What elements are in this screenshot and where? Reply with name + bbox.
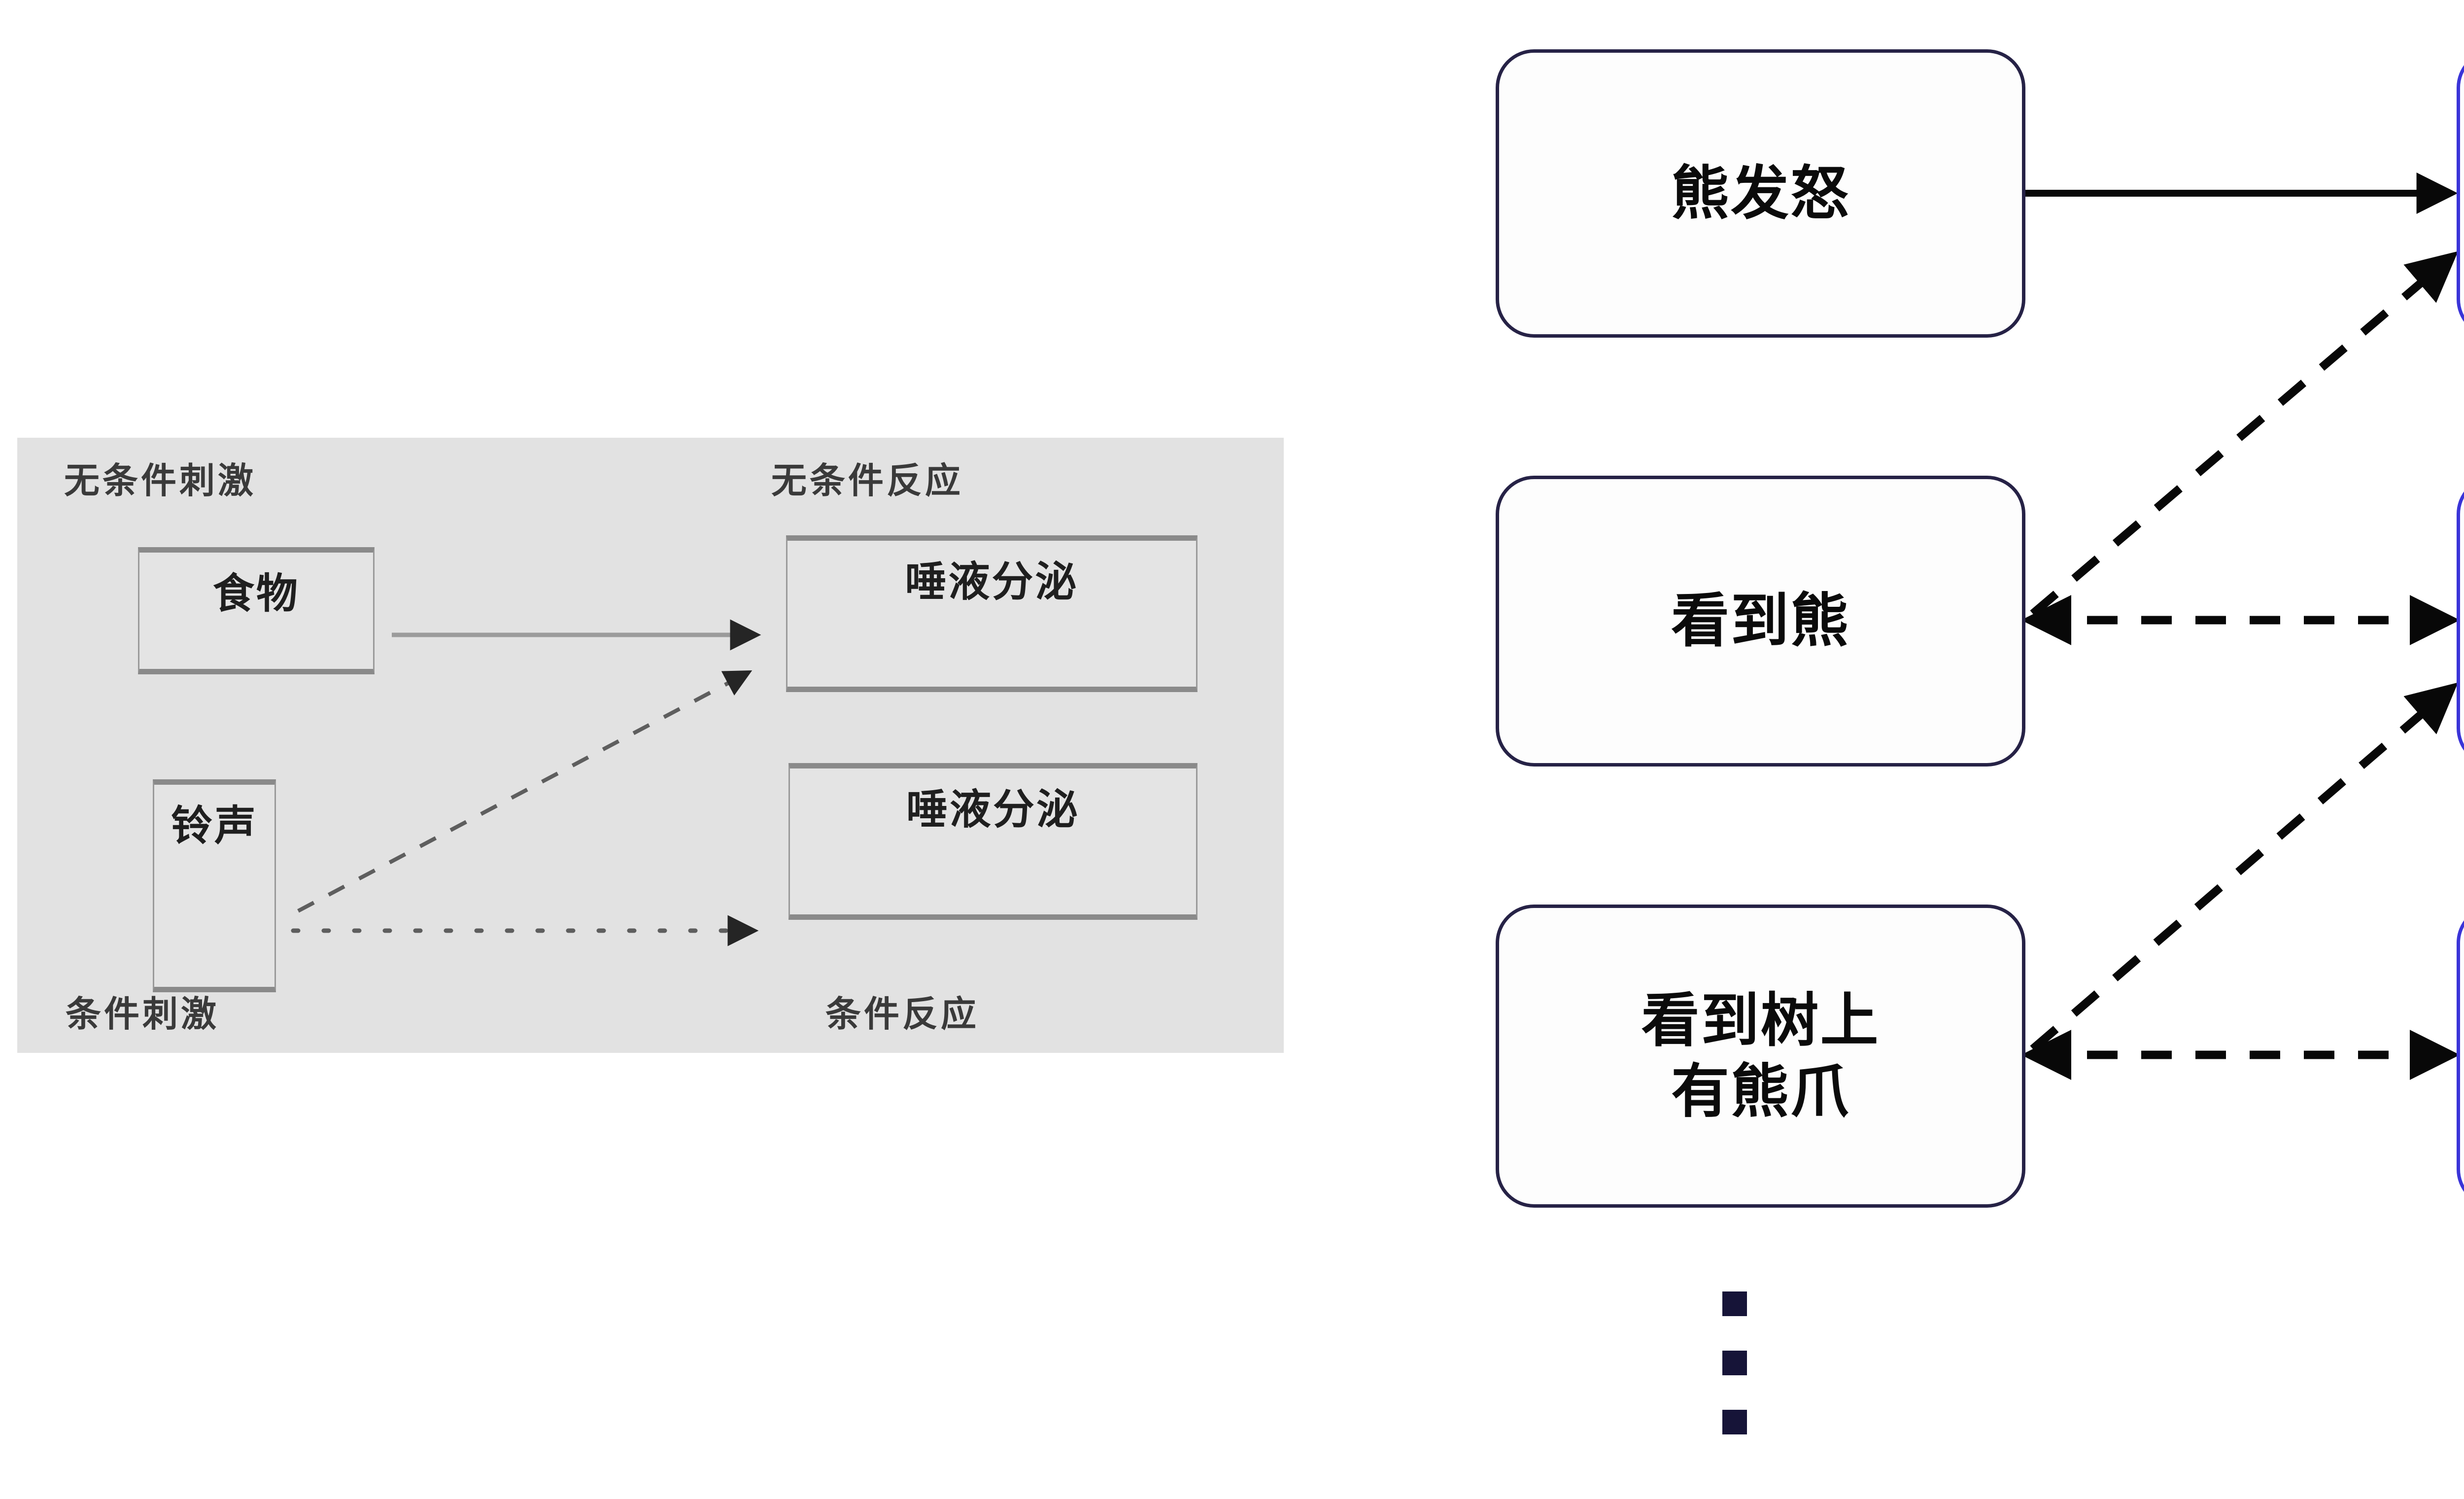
rl-box-see-bear-claw-line1: 看到树上 (1641, 986, 1880, 1054)
caption-unconditioned-response: 无条件反应 (771, 460, 964, 501)
ellipsis-dot (1722, 1291, 1747, 1316)
rl-box-v-s[interactable]: V(s) (2457, 905, 2464, 1208)
classical-conditioning-panel: 无条件刺激 无条件反应 条件刺激 条件反应 食物 唾液分泌 铃声 唾液分泌 (17, 438, 1284, 1053)
caption-conditioned-stimulus: 条件刺激 (66, 993, 220, 1035)
rl-value-diagram-panel: 熊发怒 看到熊 看到树上 有熊爪 奖励 V(s′) V(s) (1454, 0, 2464, 1499)
rl-box-see-bear-claw-label: 看到树上 有熊爪 (1641, 985, 1880, 1127)
rl-edge-see-bear-to-reward (2030, 251, 2459, 617)
rl-box-v-s-prime[interactable]: V(s′) (2457, 476, 2464, 767)
pavlov-box-food: 食物 (138, 547, 375, 674)
ellipsis-dot (1722, 1410, 1747, 1434)
ellipsis-dot (1722, 1351, 1747, 1375)
pavlov-box-salivation-unconditioned: 唾液分泌 (786, 535, 1198, 692)
rl-box-see-bear-claw[interactable]: 看到树上 有熊爪 (1496, 905, 2025, 1208)
pavlov-box-salivation-conditioned: 唾液分泌 (788, 763, 1198, 920)
pavlov-arrow-bell-to-unconditioned (297, 670, 753, 913)
pavlov-box-bell: 铃声 (153, 779, 276, 992)
pavlov-box-salivation-conditioned-label: 唾液分泌 (906, 785, 1080, 834)
pavlov-box-bell-label: 铃声 (171, 802, 258, 850)
rl-box-see-bear[interactable]: 看到熊 (1496, 476, 2025, 767)
pavlov-box-food-label: 食物 (212, 569, 300, 618)
rl-box-see-bear-claw-line2: 有熊爪 (1671, 1057, 1850, 1125)
rl-box-bear-angry-label: 熊发怒 (1671, 159, 1850, 227)
caption-unconditioned-stimulus: 无条件刺激 (64, 460, 257, 501)
rl-box-bear-angry[interactable]: 熊发怒 (1496, 49, 2025, 338)
pavlov-box-salivation-unconditioned-label: 唾液分泌 (905, 558, 1079, 606)
rl-edge-see-claw-to-v-s-prime (2030, 682, 2459, 1052)
rl-box-reward[interactable]: 奖励 (2457, 49, 2464, 338)
caption-conditioned-response: 条件反应 (825, 993, 980, 1035)
rl-box-see-bear-label: 看到熊 (1671, 587, 1850, 655)
